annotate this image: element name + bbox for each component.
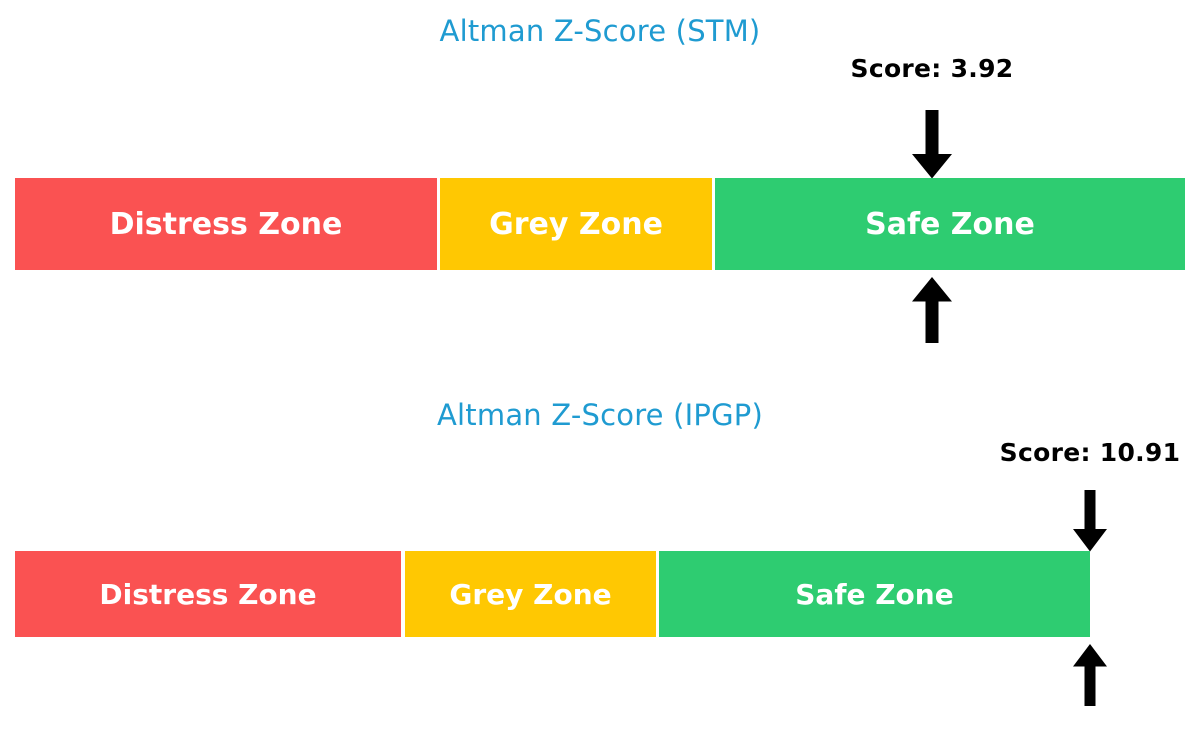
zone-label-grey-stm: Grey Zone xyxy=(489,206,663,242)
zone-distress-ipgp[interactable]: Distress Zone xyxy=(15,551,401,637)
zone-safe-ipgp[interactable]: Safe Zone xyxy=(659,551,1090,637)
zone-grey-ipgp[interactable]: Grey Zone xyxy=(405,551,656,637)
zone-safe-stm[interactable]: Safe Zone xyxy=(715,178,1185,270)
zone-bar-stm: Distress Zone Grey Zone Safe Zone xyxy=(0,178,1200,270)
zone-label-safe-stm: Safe Zone xyxy=(865,206,1035,242)
chart-title-ipgp: Altman Z-Score (IPGP) xyxy=(437,398,763,432)
zone-grey-stm[interactable]: Grey Zone xyxy=(440,178,712,270)
score-label-stm: Score: 3.92 xyxy=(850,54,1014,83)
zone-label-distress-ipgp: Distress Zone xyxy=(99,577,317,611)
score-marker-down-arrow-stm xyxy=(911,110,953,179)
score-label-ipgp: Score: 10.91 xyxy=(999,438,1181,467)
chart-title-stm: Altman Z-Score (STM) xyxy=(439,14,761,48)
zone-label-grey-ipgp: Grey Zone xyxy=(449,577,612,611)
score-marker-up-arrow-stm xyxy=(911,277,953,343)
zone-bar-ipgp: Distress Zone Grey Zone Safe Zone xyxy=(0,551,1200,637)
altman-z-score-chart-stm: Altman Z-Score (STM) Score: 3.92 Distres… xyxy=(0,14,1200,343)
zone-label-distress-stm: Distress Zone xyxy=(109,206,343,242)
zone-label-safe-ipgp: Safe Zone xyxy=(795,577,954,611)
altman-z-score-chart-ipgp: Altman Z-Score (IPGP) Score: 10.91 Distr… xyxy=(0,372,1200,743)
score-marker-up-arrow-ipgp xyxy=(1072,644,1108,706)
score-marker-down-arrow-ipgp xyxy=(1072,490,1108,552)
zone-distress-stm[interactable]: Distress Zone xyxy=(15,178,437,270)
